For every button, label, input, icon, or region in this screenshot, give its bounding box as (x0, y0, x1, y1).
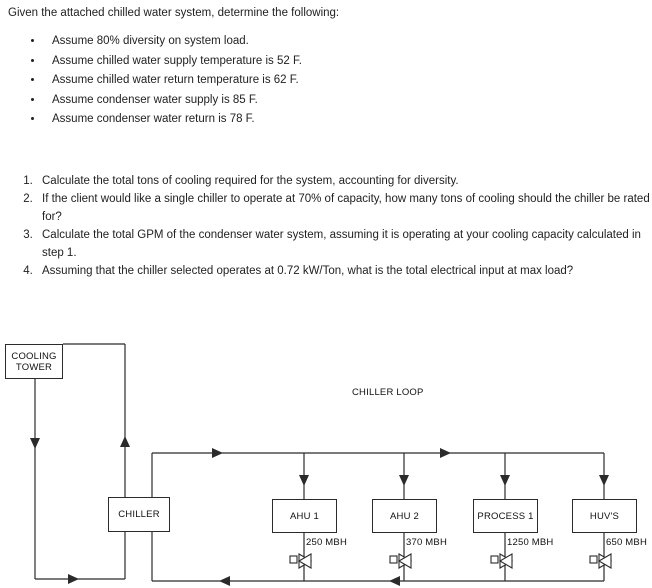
list-item: Assume condenser water return is 78 F. (44, 110, 302, 130)
flow-arrow-down (599, 475, 609, 486)
chiller-label: CHILLER (118, 509, 160, 520)
list-item: Calculate the total tons of cooling requ… (36, 172, 652, 190)
load-label-huvs: 650 MBH (606, 537, 648, 548)
flow-arrow-down (30, 438, 40, 449)
control-valve-icon (289, 553, 313, 569)
flow-arrow-up (120, 436, 130, 447)
flow-arrow-left (389, 576, 400, 586)
control-valve-icon (389, 553, 413, 569)
cooling-tower-label-line2: TOWER (15, 361, 53, 373)
load-label-ahu-1: 250 MBH (306, 537, 348, 548)
list-item: Assume chilled water return temperature … (44, 71, 302, 91)
load-label-process-1: 1250 MBH (507, 537, 554, 548)
control-valve-icon (589, 553, 613, 569)
flow-arrow-right (440, 448, 451, 458)
equipment-box-process-1[interactable]: PROCESS 1 (473, 499, 538, 533)
list-item: If the client would like a single chille… (36, 190, 652, 226)
equipment-box-ahu-1[interactable]: AHU 1 (272, 499, 337, 533)
equipment-box-huvs[interactable]: HUV'S (572, 499, 637, 533)
flow-arrow-down (399, 475, 409, 486)
equipment-label: PROCESS 1 (477, 510, 534, 522)
control-valve-icon (490, 553, 514, 569)
flow-arrow-down (500, 475, 510, 486)
list-item: Calculate the total GPM of the condenser… (36, 226, 652, 262)
chiller-loop-label: CHILLER LOOP (352, 387, 424, 398)
chiller-box[interactable]: CHILLER (108, 497, 170, 532)
flow-arrow-left (219, 576, 230, 586)
list-item: Assuming that the chiller selected opera… (36, 262, 652, 280)
equipment-label: AHU 2 (390, 510, 419, 522)
equipment-box-ahu-2[interactable]: AHU 2 (372, 499, 437, 533)
cooling-tower-box[interactable]: COOLING TOWER (5, 344, 63, 379)
assumptions-list: Assume 80% diversity on system load. Ass… (22, 32, 302, 130)
list-item: Assume chilled water supply temperature … (44, 52, 302, 72)
questions-list: Calculate the total tons of cooling requ… (12, 172, 652, 280)
flow-arrow-right (212, 448, 223, 458)
flow-arrow-right (68, 574, 79, 584)
flow-arrow-down (299, 475, 309, 486)
list-item: Assume 80% diversity on system load. (44, 32, 302, 52)
equipment-label: AHU 1 (290, 510, 319, 522)
intro-paragraph: Given the attached chilled water system,… (8, 7, 340, 19)
equipment-label: HUV'S (589, 510, 620, 522)
cooling-tower-label-line1: COOLING (11, 350, 57, 362)
load-label-ahu-2: 370 MBH (406, 537, 448, 548)
list-item: Assume condenser water supply is 85 F. (44, 91, 302, 111)
